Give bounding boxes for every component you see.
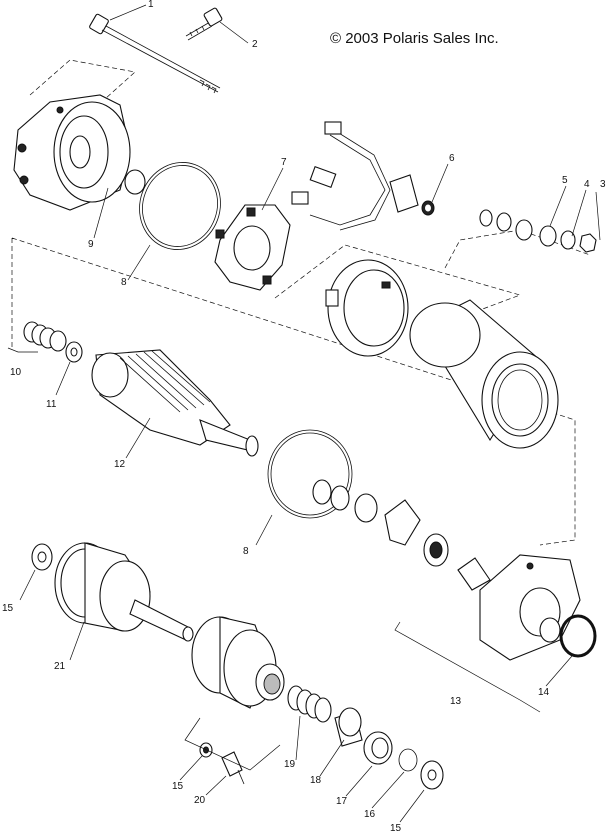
callout-19: 19 (284, 759, 296, 770)
callout-9: 9 (88, 239, 94, 250)
callout-13: 13 (450, 696, 462, 707)
callout-5: 5 (562, 175, 568, 186)
callout-11: 11 (46, 399, 57, 410)
through-bolt (89, 13, 221, 94)
field-frame (409, 299, 559, 449)
copyright-notice: © 2003 Polaris Sales Inc. (330, 30, 499, 47)
middle-washers (312, 479, 449, 567)
snap-ring-16 (398, 748, 418, 772)
bracket-13 (394, 621, 541, 713)
brush-leads (291, 121, 419, 231)
end-housing (13, 94, 146, 211)
callout-3: 3 (600, 179, 606, 190)
callout-8-upper: 8 (121, 277, 127, 288)
drive-end-housing (457, 554, 581, 661)
o-ring-middle-inner (270, 432, 350, 516)
callout-16: 16 (364, 809, 376, 820)
brush-holder-ring (325, 259, 409, 357)
callout-7: 7 (281, 157, 287, 168)
screw (185, 7, 223, 41)
bracket-10 (7, 347, 38, 353)
spring-set (23, 321, 83, 363)
callout-15-lower: 15 (172, 781, 184, 792)
group-line-main (11, 237, 576, 546)
o-ring-upper-inner (142, 165, 218, 247)
callout-2: 2 (252, 39, 258, 50)
callout-18: 18 (310, 775, 322, 786)
group-line-upper (29, 59, 136, 109)
callout-10: 10 (10, 367, 22, 378)
washer-stack (479, 209, 597, 253)
o-ring-middle (267, 429, 353, 519)
callout-15-right: 15 (390, 823, 402, 834)
callout-21: 21 (54, 661, 66, 672)
screw-20 (221, 751, 243, 777)
callout-12: 12 (114, 459, 126, 470)
armature (91, 349, 259, 457)
bracket-lower-left (184, 717, 281, 771)
pinion-shaft (54, 542, 194, 642)
o-ring-upper (139, 162, 221, 250)
group-line-washers (444, 229, 591, 269)
callout-20: 20 (194, 795, 206, 806)
callout-1: 1 (148, 0, 154, 10)
callout-14: 14 (538, 687, 550, 698)
callout-6: 6 (449, 153, 455, 164)
o-ring-14 (559, 614, 597, 658)
group-line-brush (274, 244, 522, 311)
callout-8-middle: 8 (243, 546, 249, 557)
brush-plate (214, 204, 291, 291)
spring-19 (287, 685, 332, 723)
callout-17: 17 (336, 796, 348, 807)
overrunning-clutch (191, 616, 285, 709)
callout-15-left: 15 (2, 603, 14, 614)
leader-lines (19, 4, 601, 823)
callout-4: 4 (584, 179, 590, 190)
